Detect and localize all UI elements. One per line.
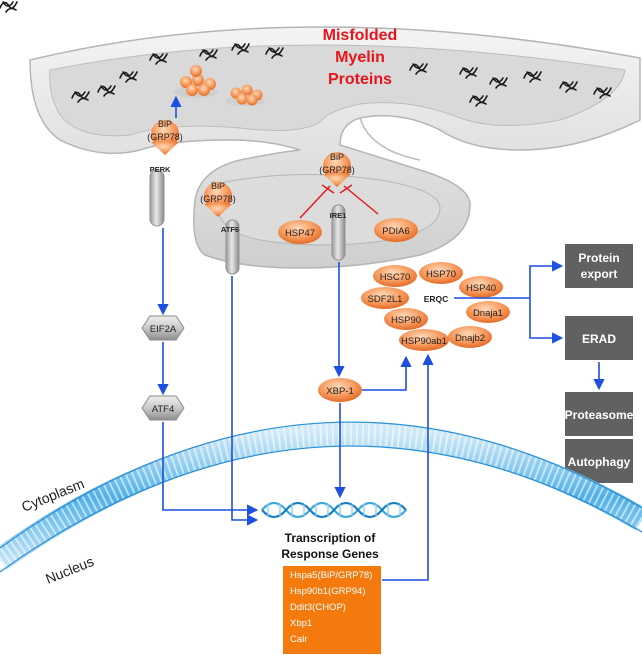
xbp1-node: XBP-1 bbox=[318, 378, 362, 402]
chaperone-hsp90ab1: HSP90ab1 bbox=[401, 336, 447, 347]
misfolded-proteins bbox=[0, 1, 612, 107]
perk-bip-label-2: (GRP78) bbox=[147, 132, 183, 142]
ire1-label: IRE1 bbox=[330, 211, 347, 220]
ire1-sensor: BiP (GRP78) IRE1 HSP47 PDIA6 bbox=[278, 152, 418, 261]
protein-aggregates bbox=[174, 65, 265, 106]
dna-helix bbox=[261, 501, 407, 519]
nuclear-membrane bbox=[0, 421, 642, 573]
gene-item: Hspa5(BiP/GRP78) bbox=[290, 570, 373, 581]
autophagy-box: Autophagy bbox=[565, 439, 633, 483]
chaperone-hsc70: HSC70 bbox=[380, 272, 411, 283]
atf6-bip-label-1: BiP bbox=[211, 181, 225, 191]
response-genes-box: Hspa5(BiP/GRP78) Hsp90b1(GRP94) Ddit3(CH… bbox=[283, 566, 381, 654]
autophagy-label: Autophagy bbox=[568, 455, 631, 469]
gene-item: Ddit3(CHOP) bbox=[290, 602, 346, 613]
proteasome-label: Proteasome bbox=[565, 408, 634, 422]
nucleus-label: Nucleus bbox=[43, 553, 96, 587]
erad-box: ERAD bbox=[565, 316, 633, 360]
atf4-label: ATF4 bbox=[152, 404, 175, 415]
erad-label: ERAD bbox=[582, 332, 616, 346]
ire1-bip-label-2: (GRP78) bbox=[319, 165, 355, 175]
chaperone-hsp70: HSP70 bbox=[426, 269, 456, 280]
eif2a-label: EIF2A bbox=[150, 324, 177, 335]
protein-export-box: Protein export bbox=[565, 244, 633, 288]
xbp1-label: XBP-1 bbox=[326, 386, 353, 397]
perk-bip-label-1: BiP bbox=[158, 119, 172, 129]
title-line-3: Proteins bbox=[328, 71, 392, 88]
protein-export-label-1: Protein bbox=[578, 251, 619, 265]
hsp47-label: HSP47 bbox=[285, 228, 315, 239]
pathway-arrows bbox=[157, 95, 605, 581]
title-line-1: Misfolded bbox=[323, 27, 398, 44]
pdia6-label: PDIA6 bbox=[382, 226, 409, 237]
atf6-label: ATF6 bbox=[221, 225, 239, 234]
ire1-bip-label-1: BiP bbox=[330, 152, 344, 162]
proteasome-box: Proteasome bbox=[565, 392, 634, 436]
perk-sensor: BiP (GRP78) PERK bbox=[147, 119, 183, 227]
eif2a-node: EIF2A bbox=[141, 315, 185, 341]
protein-export-label-2: export bbox=[581, 267, 618, 281]
gene-item: Hsp90b1(GRP94) bbox=[290, 586, 366, 597]
chaperone-hsp40: HSP40 bbox=[466, 283, 496, 294]
transcription-label-2: Response Genes bbox=[281, 547, 379, 561]
erqc-label: ERQC bbox=[424, 294, 449, 304]
gene-item: Xbp1 bbox=[290, 618, 313, 629]
chaperone-dnaja1: Dnaja1 bbox=[473, 308, 503, 319]
gene-item: Calr bbox=[290, 634, 308, 645]
perk-label: PERK bbox=[150, 165, 171, 174]
title-line-2: Myelin bbox=[335, 49, 385, 66]
chaperone-dnajb2: Dnajb2 bbox=[455, 333, 485, 344]
erqc-chaperone-cluster: HSC70 HSP70 HSP40 SDF2L1 Dnaja1 HSP90 Dn… bbox=[361, 262, 510, 351]
transcription-label-1: Transcription of bbox=[285, 531, 377, 545]
atf4-node: ATF4 bbox=[141, 395, 185, 421]
atf6-sensor: BiP (GRP78) ATF6 bbox=[200, 181, 240, 275]
chaperone-hsp90: HSP90 bbox=[391, 315, 421, 326]
chaperone-sdf2l1: SDF2L1 bbox=[368, 294, 403, 305]
atf6-bip-label-2: (GRP78) bbox=[200, 194, 236, 204]
